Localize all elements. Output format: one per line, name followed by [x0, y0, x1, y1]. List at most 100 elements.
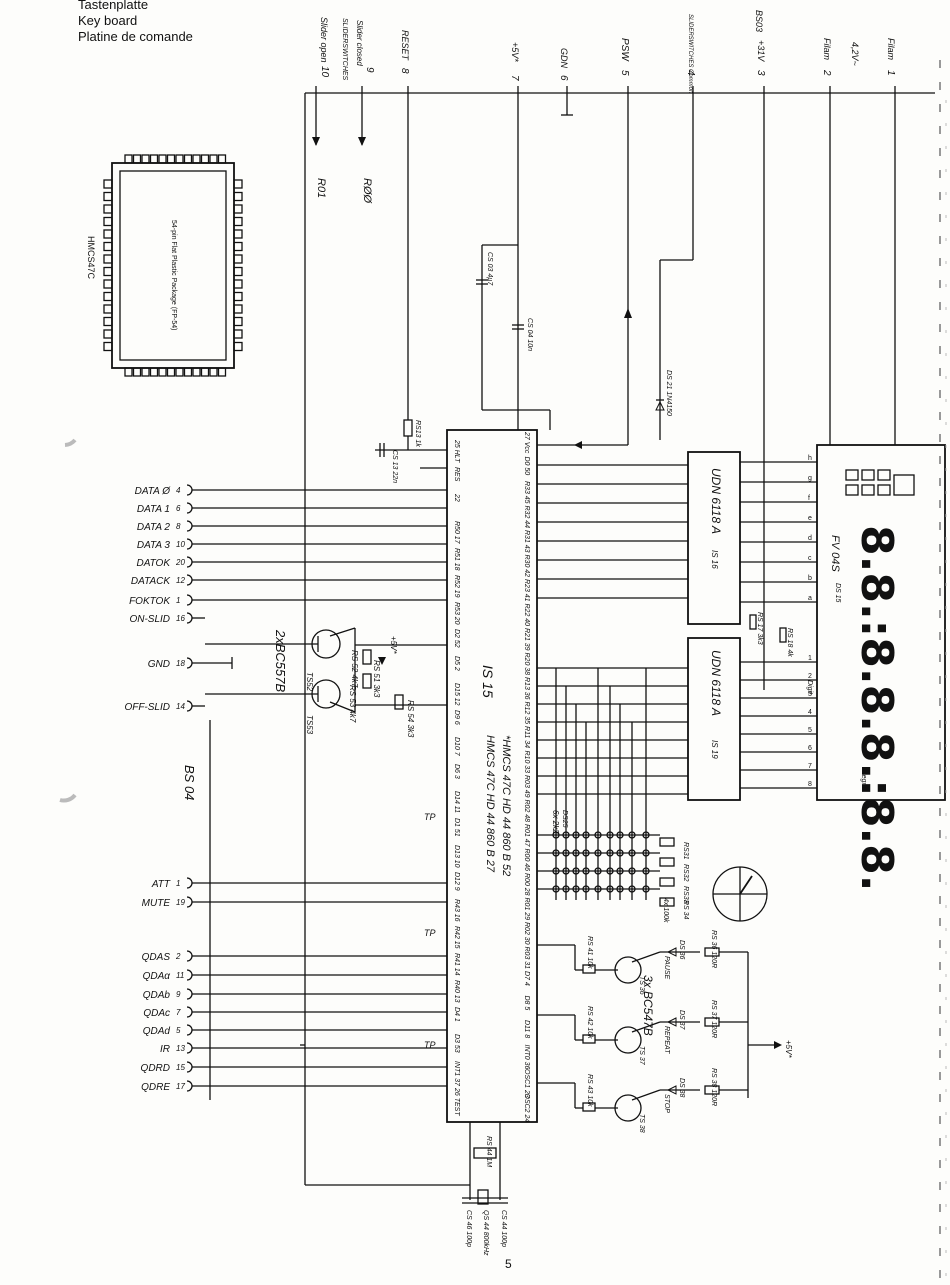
ic-pin-left: D3 53: [453, 1034, 460, 1053]
ic-pin-left: R51 18: [453, 548, 460, 571]
ic-pin-right: R01 29: [523, 898, 530, 921]
signal-pin: 12: [176, 576, 185, 585]
signal-pin: 16: [176, 614, 185, 623]
led-label: STOP: [663, 1094, 670, 1113]
driver-is16: UDN 6118 A IS 16: [687, 451, 741, 625]
connector-pin-icon: [186, 594, 193, 606]
header-line-1: Tastenplatte: [78, 0, 149, 12]
ic-pin-left: D5 2: [453, 656, 460, 671]
conn-pin10-num: 10: [319, 66, 330, 78]
signal-label: QDAb: [143, 990, 171, 1001]
connector-pin-icon: [186, 700, 193, 712]
vfd-display: FV 04S DS 15 8.8.:8.8.8.:8.8. Digit Segm: [806, 444, 946, 892]
transistor-label: TS 38: [638, 1114, 645, 1133]
ic-pin-right: R33 45: [523, 481, 530, 504]
ts-slider-type: 2xBC557B: [273, 629, 288, 692]
connector-pin-icon: [186, 1080, 193, 1092]
ic-pin-left: D4 1: [453, 1007, 460, 1022]
signal-label: QDRD: [141, 1063, 170, 1074]
header-line-2: Key board: [78, 13, 138, 28]
conn-bs03: BS03: [754, 10, 764, 32]
conn-pin9-label: Slider closed: [355, 20, 364, 66]
conn-pin10-label: Slider open: [319, 17, 329, 63]
inset-package-title: 54-pin Flat Plastic Package (FP-54): [170, 220, 177, 331]
led-icon: [666, 1085, 677, 1095]
ic-pin-right: 27 Vcc: [523, 431, 530, 454]
ic-pin-right: R32 44: [523, 506, 530, 529]
conn-pin6-num: 6: [558, 75, 569, 81]
signal-label: DATA 2: [137, 522, 171, 533]
connector-pin-icon: [186, 484, 193, 496]
signal-pin: 14: [176, 702, 185, 711]
signal-label: DATA 1: [137, 504, 170, 515]
resistor-network: RS31 RS32 RS33 RS 34 4x 100k: [659, 837, 689, 923]
ts52-label: TS52: [305, 672, 314, 692]
res-rs54: RS 54 3k3: [406, 700, 415, 738]
res-rs33: RS33: [682, 886, 689, 904]
driver-is19: UDN 6118 A IS 19: [687, 637, 741, 801]
board-label: BS 04: [182, 765, 197, 800]
signal-label: ON-SLID: [129, 614, 170, 625]
transistor-icon: [614, 1094, 642, 1122]
signal-label: QDRE: [141, 1082, 170, 1093]
ic-pin-left: R40 13: [453, 980, 460, 1003]
port-r00: RØØ: [361, 178, 373, 205]
ic-pin-right: R00 28: [523, 873, 530, 896]
conn-pin7-label: +5V*: [510, 42, 520, 62]
ic-pin-right: R10 33: [523, 751, 530, 774]
signal-pin: 18: [176, 659, 185, 668]
connector-pin-icon: [186, 1006, 193, 1018]
ts53-label: TS53: [305, 715, 314, 735]
signal-label: ATT: [151, 879, 171, 890]
vfd-digits: 8.8.:8.8.8.:8.8.: [851, 525, 902, 892]
signal-pin: 19: [176, 898, 185, 907]
res-rs32: RS32: [682, 864, 689, 882]
signal-pin: 8: [176, 522, 181, 531]
ic-pin-left: D15 12: [453, 683, 460, 706]
test-points: TP TP TP: [424, 812, 436, 1050]
signal-label: DATA 3: [137, 540, 171, 551]
transistor-icon: [614, 956, 642, 984]
connector-pin-icon: [186, 988, 193, 1000]
ic-pin-right: R02 30: [523, 922, 530, 945]
connector-pin-icon: [186, 556, 193, 568]
res-led-base: RS 41 10k: [586, 936, 593, 969]
top-connector: Slider open 10 Slider closed SLIDERSWITC…: [304, 10, 935, 1185]
decoupling-caps: CS 03 4µ7 CS 04 10n: [476, 244, 551, 430]
signal-label: QDAS: [142, 952, 171, 963]
res-rs31: RS31: [682, 842, 689, 860]
ic-pin-right: OSC2 24: [523, 1094, 530, 1123]
transistor-icon: [614, 1026, 642, 1054]
led-label: PAUSE: [663, 956, 670, 980]
ts-led-type: 3x BC547B: [641, 975, 655, 1036]
conn-pin1-num: 1: [885, 70, 896, 76]
conn-pin4-label: SLIDERSWITCHES Common: [687, 14, 693, 94]
signal-label: MUTE: [142, 898, 171, 909]
ic-part2: HMCS 47C HD 44 860 B 27: [484, 735, 496, 873]
conn-4v2: 4,2V~: [850, 42, 860, 66]
ic-pin-left: R53 20: [453, 602, 460, 625]
crystal-qs44: QS 44 800kHz: [482, 1210, 489, 1256]
ic-pin-right: R31 43: [523, 530, 530, 553]
ic-pin-left: D1 51: [453, 818, 460, 837]
res-led-base: RS 43 10k: [586, 1074, 593, 1107]
res-led-base: RS 42 10k: [586, 1006, 593, 1039]
conn-pin8-label: RESET: [400, 30, 410, 62]
key-diode-matrix: [537, 668, 660, 900]
ic-pin-right: OSC1 23: [523, 1069, 530, 1098]
signal-pin: 1: [176, 879, 180, 888]
conn-pin2-label: Filam: [822, 38, 832, 61]
digit-number: 4: [808, 709, 812, 716]
segment-letter: a: [808, 595, 812, 602]
connector-pin-icon: [186, 520, 193, 532]
digit-number: 3: [808, 691, 812, 698]
signal-pin: 1: [176, 596, 180, 605]
segment-letter: e: [808, 515, 812, 522]
connector-pin-icon: [186, 1024, 193, 1036]
signal-pin: 6: [176, 504, 181, 513]
conn-pin3-label: +31V: [756, 40, 766, 62]
driver1-ref: IS 16: [710, 550, 719, 569]
conn-pin5-num: 5: [619, 70, 630, 76]
signal-label: QDAc: [143, 1008, 170, 1019]
